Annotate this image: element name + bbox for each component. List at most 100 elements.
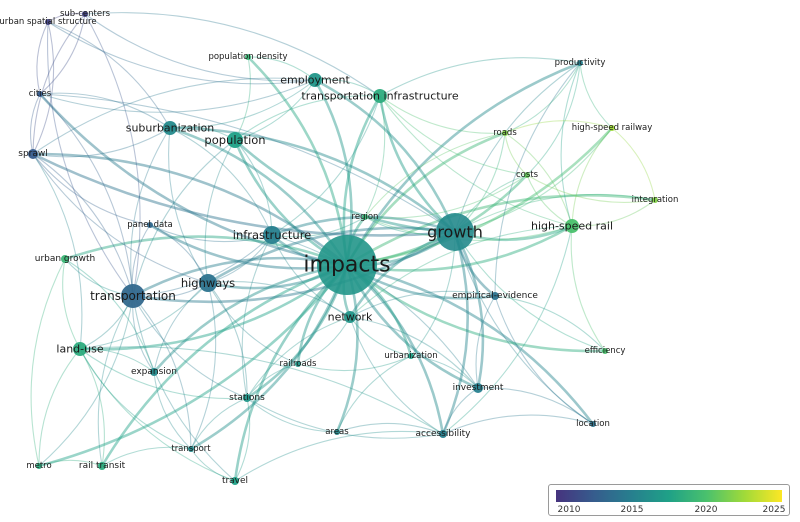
node-label-highways[interactable]: highways	[181, 276, 235, 290]
node-urbanization[interactable]	[408, 353, 414, 359]
node-label-impacts[interactable]: impacts	[303, 253, 390, 278]
link	[246, 397, 338, 433]
node-label-urbanization[interactable]: urbanization	[384, 351, 437, 361]
node-label-employment[interactable]: employment	[280, 74, 350, 87]
node-roads[interactable]	[502, 130, 508, 136]
node-stations[interactable]	[243, 394, 251, 402]
node-label-transport[interactable]: transport	[171, 444, 211, 454]
node-label-land-use[interactable]: land-use	[56, 343, 103, 356]
node-travel[interactable]	[231, 477, 239, 485]
node-metro[interactable]	[36, 463, 42, 469]
node-expansion[interactable]	[150, 368, 158, 376]
node-label-population-density[interactable]: population density	[208, 52, 287, 62]
node-label-travel[interactable]: travel	[222, 476, 248, 486]
node-growth[interactable]	[436, 213, 474, 251]
node-transport[interactable]	[188, 446, 194, 452]
node-population-density[interactable]	[245, 54, 251, 60]
link	[234, 79, 316, 141]
node-label-growth[interactable]: growth	[427, 223, 483, 242]
node-label-accessibility[interactable]: accessibility	[416, 429, 472, 439]
link	[346, 263, 606, 353]
node-label-metro[interactable]: metro	[26, 461, 51, 471]
node-highways[interactable]	[199, 274, 217, 292]
node-urban-growth[interactable]	[61, 255, 69, 263]
node-label-transportation-infrastructure[interactable]: transportation infrastructure	[301, 90, 458, 103]
link	[64, 235, 348, 267]
link	[79, 346, 444, 435]
link	[32, 152, 348, 267]
node-label-suburbanization[interactable]: suburbanization	[126, 122, 215, 135]
node-suburbanization[interactable]	[163, 121, 177, 135]
link	[504, 132, 573, 227]
link	[207, 282, 248, 399]
node-label-sub-centers[interactable]: sub-centers	[60, 9, 111, 19]
node-label-network[interactable]: network	[328, 311, 373, 324]
node-costs[interactable]	[524, 172, 530, 178]
link	[39, 93, 348, 267]
node-label-urban-spatial-structure[interactable]: urban spatial structure	[0, 17, 97, 27]
node-high-speed-railway[interactable]	[609, 125, 615, 131]
link	[101, 446, 192, 467]
link	[234, 95, 381, 141]
node-accessibility[interactable]	[439, 430, 447, 438]
node-sprawl[interactable]	[28, 149, 38, 159]
node-infrastructure[interactable]	[263, 226, 281, 244]
node-label-stations[interactable]: stations	[229, 393, 265, 403]
link	[611, 127, 656, 201]
node-transportation[interactable]	[121, 284, 145, 308]
node-areas[interactable]	[334, 429, 340, 435]
node-railroads[interactable]	[295, 361, 301, 367]
node-label-areas[interactable]: areas	[325, 427, 349, 437]
link	[153, 371, 192, 450]
node-sub-centers[interactable]	[82, 11, 88, 17]
link	[442, 225, 573, 435]
node-label-productivity[interactable]: productivity	[555, 58, 606, 68]
node-network[interactable]	[344, 311, 356, 323]
node-label-expansion[interactable]: expansion	[131, 367, 177, 377]
node-cities[interactable]	[37, 91, 43, 97]
node-transportation-infrastructure[interactable]	[373, 89, 387, 103]
node-empirical-evidence[interactable]	[491, 292, 499, 300]
node-label-empirical-evidence[interactable]: empirical-evidence	[452, 291, 538, 301]
node-label-location[interactable]: location	[576, 419, 610, 429]
node-impacts[interactable]	[317, 235, 377, 295]
link	[504, 62, 581, 134]
link	[36, 21, 49, 95]
node-label-transportation[interactable]: transportation	[90, 289, 176, 303]
node-label-rail-transit[interactable]: rail transit	[79, 461, 126, 471]
node-label-high-speed-railway[interactable]: high-speed railway	[572, 123, 653, 133]
node-label-sprawl[interactable]: sprawl	[18, 149, 47, 159]
link	[297, 355, 412, 372]
node-efficiency[interactable]	[602, 348, 608, 354]
node-integration[interactable]	[652, 197, 658, 203]
node-high-speed-rail[interactable]	[565, 219, 579, 233]
node-location[interactable]	[590, 421, 596, 427]
node-label-costs[interactable]: costs	[516, 170, 539, 180]
link	[364, 174, 528, 219]
node-urban-spatial-structure[interactable]	[45, 19, 51, 25]
node-label-high-speed-rail[interactable]: high-speed rail	[531, 220, 613, 233]
legend-tick-2020: 2020	[694, 505, 718, 515]
node-productivity[interactable]	[577, 60, 583, 66]
node-label-efficiency[interactable]: efficiency	[585, 346, 626, 356]
node-label-integration[interactable]: integration	[632, 195, 679, 205]
node-region[interactable]	[362, 214, 368, 220]
node-panel-data[interactable]	[147, 222, 153, 228]
link	[504, 120, 613, 134]
node-label-panel-data[interactable]: panel data	[127, 220, 172, 230]
node-rail-transit[interactable]	[98, 462, 106, 470]
node-label-urban-growth[interactable]: urban growth	[35, 254, 96, 264]
node-label-region[interactable]: region	[352, 212, 379, 222]
node-label-investment[interactable]: investment	[453, 383, 504, 393]
node-label-cities[interactable]: cities	[29, 89, 52, 99]
node-employment[interactable]	[308, 73, 322, 87]
node-land-use[interactable]	[73, 342, 87, 356]
node-label-railroads[interactable]: railroads	[280, 359, 318, 369]
node-label-roads[interactable]: roads	[493, 128, 517, 138]
node-population[interactable]	[227, 132, 243, 148]
node-investment[interactable]	[473, 383, 483, 393]
node-label-population[interactable]: population	[204, 133, 265, 147]
node-label-infrastructure[interactable]: infrastructure	[233, 228, 312, 242]
link	[132, 295, 192, 450]
